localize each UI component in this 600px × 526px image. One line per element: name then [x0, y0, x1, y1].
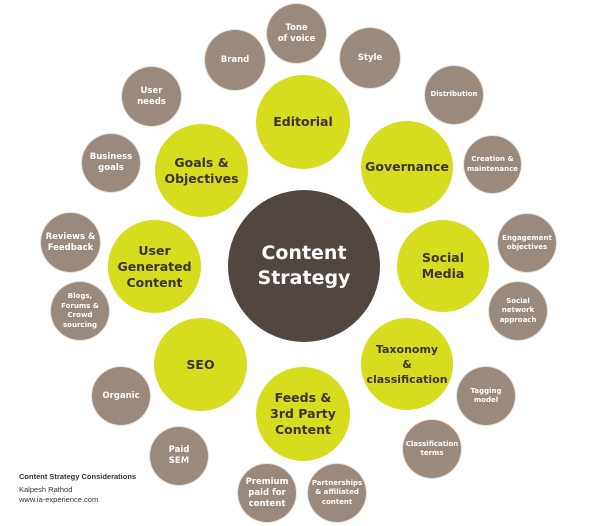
- node-feeds-3rd-party: Feeds & 3rd Party Content: [256, 367, 350, 461]
- subnode-label: Engagement objectives: [502, 233, 552, 252]
- subnode-brand: Brand: [205, 30, 265, 90]
- node-label: SEO: [186, 356, 215, 372]
- subnode-label: Creation & maintenance: [466, 155, 519, 173]
- node-label: Taxonomy & classification: [366, 342, 448, 386]
- node-governance: Governance: [361, 121, 453, 213]
- subnode-tagging-model: Tagging model: [457, 367, 515, 425]
- subnode-label: Tone of voice: [277, 22, 316, 44]
- node-editorial: Editorial: [256, 75, 350, 169]
- node-label: Social Media: [421, 250, 465, 281]
- subnode-partnerships-affiliated: Partnerships & affiliated content: [308, 464, 366, 522]
- subnode-engagement-objectives: Engagement objectives: [498, 214, 556, 272]
- subnode-creation-maintenance: Creation & maintenance: [464, 136, 521, 193]
- subnode-label: Reviews & Feedback: [45, 231, 96, 253]
- node-seo: SEO: [154, 318, 247, 411]
- subnode-business-goals: Business goals: [82, 134, 140, 192]
- subnode-classification-terms: Classification terms: [403, 420, 461, 478]
- subnode-user-needs: User needs: [122, 67, 181, 126]
- subnode-distribution: Distribution: [425, 66, 483, 124]
- subnode-label: Paid SEM: [168, 445, 190, 466]
- subnode-label: Partnerships & affiliated content: [311, 478, 363, 506]
- subnode-premium-content: Premium paid for content: [238, 464, 296, 522]
- node-label: Goals & Objectives: [164, 154, 239, 186]
- subnode-label: Social network approach: [499, 296, 537, 324]
- subnode-label: Tagging model: [470, 386, 502, 405]
- node-user-generated-content: User Generated Content: [108, 220, 201, 313]
- node-label: Governance: [365, 159, 449, 174]
- node-goals-objectives: Goals & Objectives: [155, 124, 248, 217]
- subnode-label: Brand: [220, 54, 250, 65]
- node-label: Editorial: [273, 114, 333, 129]
- subnode-style: Style: [340, 28, 400, 88]
- subnode-paid-sem: Paid SEM: [150, 427, 208, 485]
- caption: Content Strategy Considerations Kalpesh …: [19, 472, 136, 505]
- subnode-tone-of-voice: Tone of voice: [267, 4, 326, 63]
- subnode-label: Business goals: [89, 152, 133, 173]
- caption-author: Kalpesh Rathod: [19, 485, 73, 494]
- subnode-reviews-feedback: Reviews & Feedback: [41, 213, 100, 272]
- node-label: User Generated Content: [117, 242, 192, 290]
- subnode-label: Organic: [102, 390, 140, 401]
- caption-website: www.ia-experience.com: [19, 495, 99, 504]
- center-node-content-strategy: Content Strategy: [228, 190, 380, 342]
- subnode-label: Style: [357, 52, 383, 63]
- subnode-blogs-forums-crowdsourcing: Blogs, Forums & Crowd sourcing: [51, 282, 109, 340]
- node-label: Feeds & 3rd Party Content: [270, 390, 336, 437]
- subnode-label: Classification terms: [405, 439, 459, 458]
- center-label: Content Strategy: [257, 242, 351, 289]
- subnode-organic: Organic: [92, 367, 150, 425]
- caption-title: Content Strategy Considerations: [19, 472, 137, 481]
- subnode-social-network-approach: Social network approach: [489, 282, 547, 340]
- subnode-label: User needs: [137, 85, 166, 107]
- subnode-label: Premium paid for content: [245, 476, 289, 509]
- node-taxonomy: Taxonomy & classification: [361, 318, 453, 410]
- node-social-media: Social Media: [397, 220, 489, 312]
- subnode-label: Blogs, Forums & Crowd sourcing: [61, 292, 99, 329]
- subnode-label: Distribution: [430, 90, 478, 99]
